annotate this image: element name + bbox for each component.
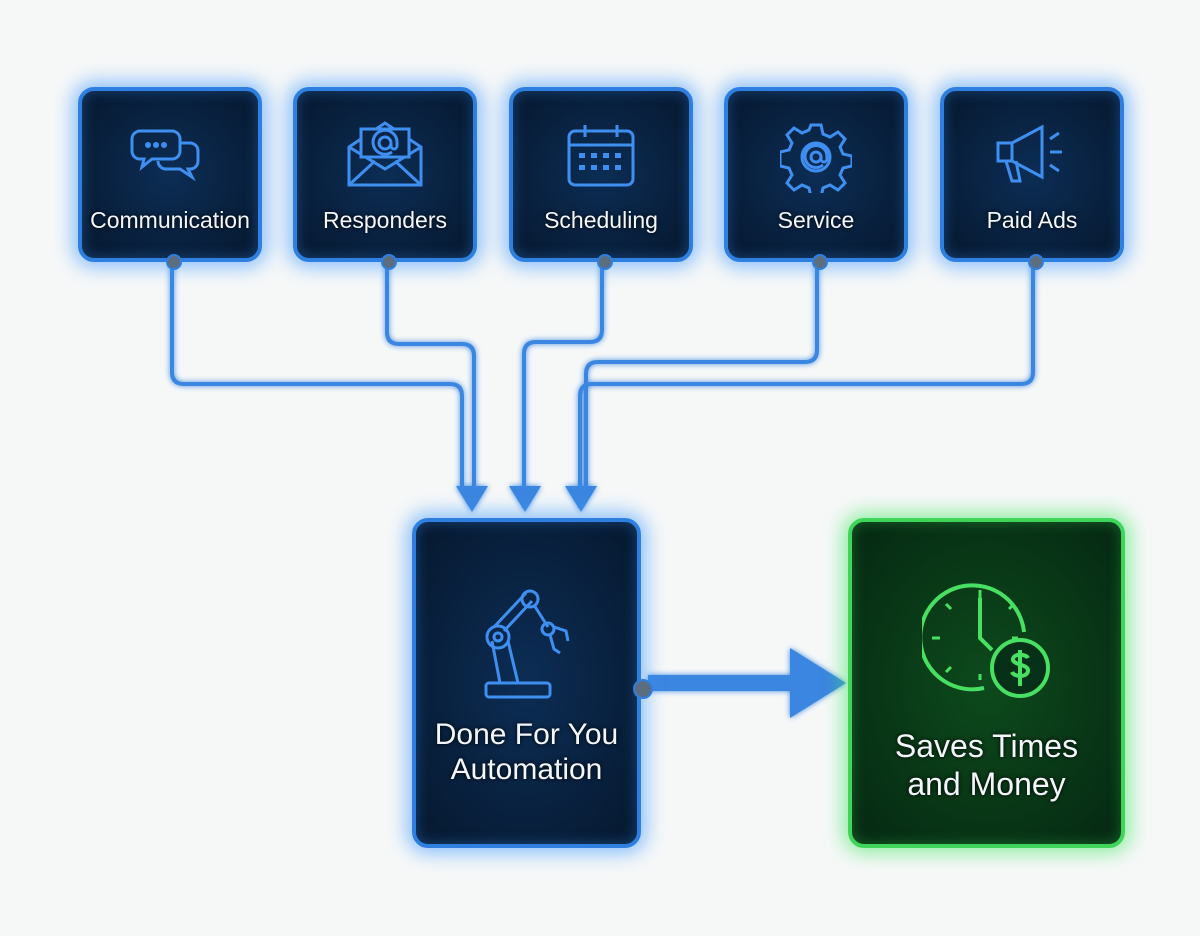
connector-dot [166, 254, 182, 270]
label-line-2: Automation [450, 753, 603, 786]
connector-dot [812, 254, 828, 270]
node-scheduling: Scheduling [509, 87, 693, 270]
node-service: Service [724, 87, 908, 270]
connector-paid-ads [578, 262, 1035, 490]
label-line-2: and Money [907, 766, 1066, 802]
calendar-icon [567, 125, 635, 187]
label-line-1: Done For You [434, 718, 619, 751]
arrowhead [456, 486, 488, 512]
arrow-shaft [648, 675, 798, 691]
clock-dollar-icon [921, 583, 1050, 698]
node-communication: Communication [78, 87, 262, 270]
node-label: Scheduling [544, 207, 658, 233]
node-responders: Responders [293, 87, 477, 270]
email-at-icon [347, 121, 423, 187]
connector-dot [597, 254, 613, 270]
label-line-1: Saves Times [894, 728, 1079, 764]
gear-icon [780, 123, 852, 193]
arrowhead [565, 486, 597, 512]
arrowhead [790, 648, 846, 718]
node-label: Paid Ads [986, 207, 1078, 233]
connector-dot [381, 254, 397, 270]
megaphone-icon [996, 124, 1062, 183]
robot-arm-icon [484, 589, 569, 699]
connector-responders [385, 262, 476, 490]
arrowhead [509, 486, 541, 512]
chat-bubbles-icon [130, 129, 200, 182]
connector-communication [170, 262, 464, 490]
connector-dot [1028, 254, 1044, 270]
node-label: Service [777, 207, 855, 233]
connector-dot [633, 679, 653, 699]
connector-scheduling [522, 262, 604, 490]
node-label: Communication [90, 207, 250, 233]
node-paid-ads: Paid Ads [940, 87, 1124, 270]
node-label: Responders [322, 207, 448, 233]
connector-service [584, 262, 819, 490]
